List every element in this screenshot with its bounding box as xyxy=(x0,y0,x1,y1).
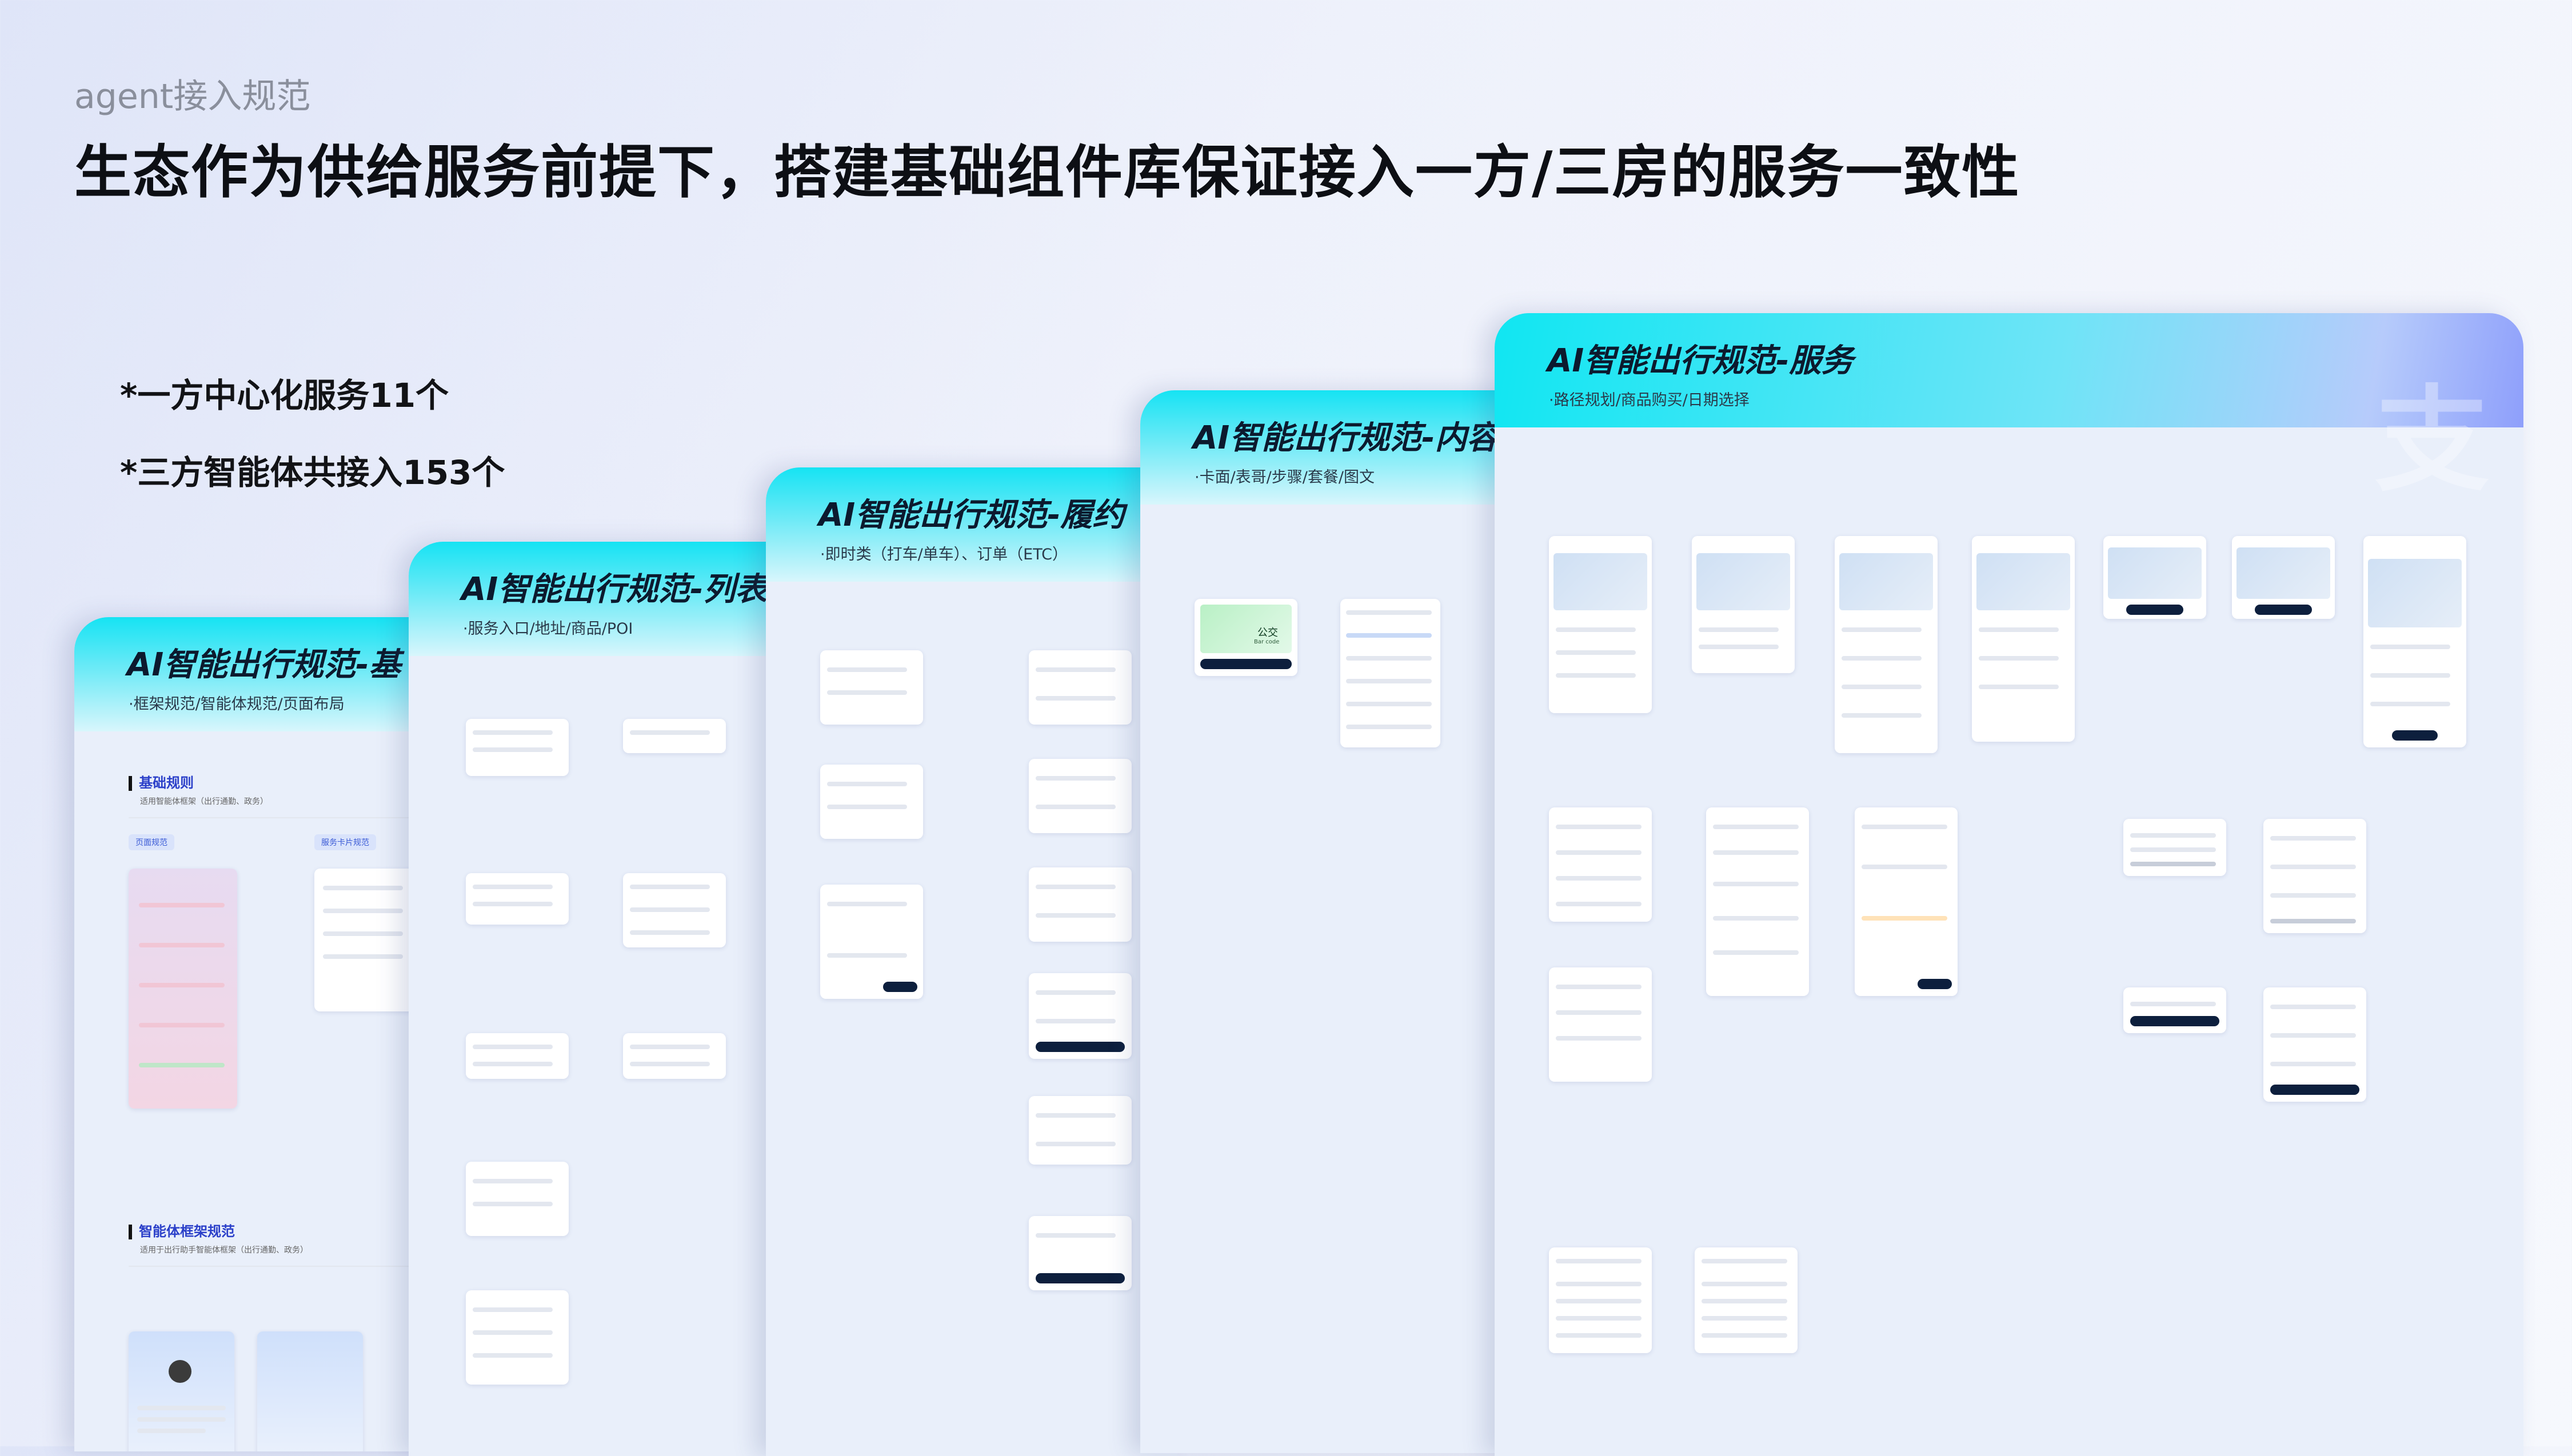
tag: 服务卡片规范 xyxy=(314,834,376,850)
panel-subtitle: ·卡面/表哥/步骤/套餐/图文 xyxy=(1195,469,1375,486)
panel-title: AI智能出行规范-列表 xyxy=(461,571,768,608)
route-card xyxy=(1972,536,2075,742)
panel-body xyxy=(409,656,820,1456)
panel-header: AI智能出行规范-内容 ·卡面/表哥/步骤/套餐/图文 xyxy=(1140,390,1552,505)
page-headline: 生态作为供给服务前提下，搭建基础组件库保证接入一方/三房的服务一致性 xyxy=(74,139,2020,206)
panel-title: AI智能出行规范-基 xyxy=(127,646,401,683)
route-card xyxy=(1549,536,1652,713)
section-subtitle: 适用智能体框架（出行通勤、政务） xyxy=(140,797,268,806)
list-card xyxy=(466,873,569,925)
map-card xyxy=(2103,536,2206,619)
card-sublabel: Bar code xyxy=(1254,639,1280,645)
panel-title: AI智能出行规范-服务 xyxy=(1547,342,1854,379)
panel-title: AI智能出行规范-内容 xyxy=(1193,419,1499,457)
panel-header: AI智能出行规范-履约 ·即时类（打车/单车）、订单（ETC） xyxy=(766,467,1177,582)
map-card xyxy=(2232,536,2335,619)
panel-body: 公交 Bar code xyxy=(1140,505,1552,1453)
option-card xyxy=(2263,987,2366,1102)
divider xyxy=(129,1266,483,1267)
order-card xyxy=(1029,867,1132,942)
option-card xyxy=(2263,819,2366,933)
ticket-card xyxy=(1549,967,1652,1082)
table-card xyxy=(1340,599,1440,747)
order-card xyxy=(1029,1216,1132,1290)
panel-service[interactable]: AI智能出行规范-服务 ·路径规划/商品购买/日期选择 支 xyxy=(1495,313,2523,1456)
order-card xyxy=(820,885,923,999)
panel-header: AI智能出行规范-列表 ·服务入口/地址/商品/POI xyxy=(409,542,820,656)
panel-list[interactable]: AI智能出行规范-列表 ·服务入口/地址/商品/POI xyxy=(409,542,820,1456)
panel-content[interactable]: AI智能出行规范-内容 ·卡面/表哥/步骤/套餐/图文 公交 Bar code xyxy=(1140,390,1552,1453)
ticket-card xyxy=(1855,807,1958,996)
order-card xyxy=(1029,1096,1132,1165)
list-card xyxy=(623,719,726,753)
calendar-card xyxy=(1549,1247,1652,1353)
order-card xyxy=(1029,973,1132,1059)
calendar-card xyxy=(1695,1247,1798,1353)
alipay-icon: 支 xyxy=(2374,374,2489,507)
order-card xyxy=(1029,759,1132,833)
list-card xyxy=(623,873,726,947)
order-card xyxy=(820,650,923,725)
agent-frame-card xyxy=(129,1331,234,1451)
panel-subtitle: ·路径规划/商品购买/日期选择 xyxy=(1549,391,1750,409)
ticket-card xyxy=(1549,807,1652,922)
stat-third-party: *三方智能体共接入153个 xyxy=(120,453,505,492)
list-card xyxy=(466,1290,569,1385)
panel-subtitle: ·即时类（打车/单车）、订单（ETC） xyxy=(820,546,1068,563)
service-card-spec xyxy=(314,869,417,1011)
agent-frame-card xyxy=(257,1331,363,1451)
panel-header: AI智能出行规范-服务 ·路径规划/商品购买/日期选择 xyxy=(1495,313,2523,427)
section-title: 智能体框架规范 xyxy=(129,1220,235,1240)
option-card xyxy=(2123,987,2226,1033)
section-title: 基础规则 xyxy=(129,771,194,791)
panel-fulfillment[interactable]: AI智能出行规范-履约 ·即时类（打车/单车）、订单（ETC） xyxy=(766,467,1177,1456)
panel-subtitle: ·服务入口/地址/商品/POI xyxy=(463,620,633,638)
section-subtitle: 适用于出行助手智能体框架（出行通勤、政务） xyxy=(140,1246,308,1255)
panel-body xyxy=(1495,427,2523,1456)
stat-first-party: *一方中心化服务11个 xyxy=(120,376,449,415)
list-card xyxy=(466,719,569,776)
list-card xyxy=(466,1162,569,1236)
divider xyxy=(129,817,483,818)
barcode-card: 公交 Bar code xyxy=(1195,599,1297,676)
panel-subtitle: ·框架规范/智能体规范/页面布局 xyxy=(129,695,345,713)
route-card xyxy=(1835,536,1938,753)
panel-body xyxy=(766,582,1177,1456)
card-label: 公交 xyxy=(1257,627,1278,639)
list-card xyxy=(623,1033,726,1079)
order-card xyxy=(820,765,923,839)
tag: 页面规范 xyxy=(129,834,174,850)
list-card xyxy=(466,1033,569,1079)
option-card xyxy=(2123,819,2226,876)
ticket-card xyxy=(1706,807,1809,996)
route-card xyxy=(1692,536,1795,673)
panel-title: AI智能出行规范-履约 xyxy=(818,497,1125,534)
layout-spec-card xyxy=(129,869,237,1109)
map-card xyxy=(2363,536,2466,747)
eyebrow: agent接入规范 xyxy=(74,77,311,117)
order-card xyxy=(1029,650,1132,725)
